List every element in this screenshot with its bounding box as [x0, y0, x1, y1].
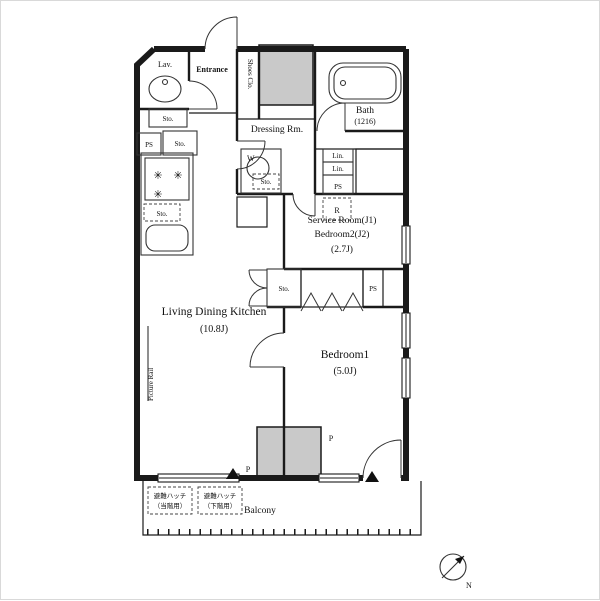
- storage-box-washer: [252, 173, 280, 190]
- marker-triangle-icon: [226, 468, 240, 479]
- label-sto-top: Sto.: [174, 140, 185, 148]
- windows: [157, 225, 411, 483]
- escape-hatch-1-label-line2: （当階用）: [154, 501, 187, 510]
- label-pillar-2: P: [246, 465, 251, 474]
- escape-hatch-box-1: [147, 486, 193, 515]
- escape-hatch-2-label-line2: （下階用）: [204, 501, 237, 510]
- stove-burner-icon: ✳: [153, 189, 162, 201]
- label-sto-service: Sto.: [278, 285, 289, 293]
- linen-shelf-hatch: [355, 148, 407, 195]
- pipe-space-box-top: [136, 132, 162, 156]
- balcony-outline: [142, 481, 422, 536]
- room-size-bedroom1: (5.0J): [333, 366, 356, 377]
- label-ps-service: PS: [369, 285, 377, 293]
- label-ps-top: PS: [145, 141, 153, 149]
- room-label-dressing: Dressing Rm.: [251, 125, 303, 135]
- light-partitions: [189, 112, 406, 307]
- room-label-ldk: Living Dining Kitchen: [162, 306, 267, 318]
- storage-box-kitchen: [143, 203, 181, 222]
- bath-door-arc: [316, 102, 346, 132]
- storage-double-door-arcs: [248, 269, 268, 307]
- pillar-box: [256, 426, 322, 479]
- bathtub-inner: [333, 66, 397, 100]
- pipe-space-box-linen: [322, 174, 354, 195]
- compass-north-label: N: [466, 581, 472, 590]
- room-label-balcony: Balcony: [244, 506, 276, 516]
- bathtub-drain: [339, 79, 347, 87]
- bathtub: [328, 62, 402, 104]
- washer-drum: [246, 156, 270, 180]
- kitchen-counter: [140, 152, 194, 256]
- label-ps-linen: PS: [334, 183, 342, 191]
- compass-icon: N: [439, 553, 472, 590]
- label-picture-rail: Picture Rail: [147, 368, 155, 401]
- pantry-hatch: [236, 196, 268, 228]
- room-label-entrance: Entrance: [196, 65, 228, 74]
- washer-pan: [240, 148, 282, 194]
- escape-hatch-1-label-line1: 避難ハッチ: [154, 491, 187, 500]
- lavatory-door-arc: [188, 80, 218, 110]
- label-fridge: R: [334, 206, 340, 215]
- label-pillar-1: P: [329, 434, 334, 443]
- fixtures: [136, 62, 402, 515]
- closet-hanger-area: [300, 268, 364, 308]
- closet-bifold-doors: [300, 291, 364, 312]
- entrance-door-arc: [204, 16, 238, 50]
- stove-burner-icon: ✳: [153, 170, 162, 182]
- basin-faucet: [161, 78, 169, 86]
- escape-hatch-box-2: [197, 486, 243, 515]
- storage-box-lav: [148, 108, 188, 128]
- outer-wall: [134, 46, 409, 481]
- room-label-lav: Lav.: [158, 60, 172, 69]
- label-lin-2: Lin.: [332, 165, 344, 173]
- room-label-bath: Bath: [356, 106, 374, 116]
- escape-hatch-2-label-line1: 避難ハッチ: [204, 491, 237, 500]
- room-label-bedroom1: Bedroom1: [321, 349, 370, 361]
- room-label-service-room: Service Room(J1): [308, 215, 377, 226]
- balcony-door-arc: [362, 439, 402, 479]
- room-size-bath: (1216): [354, 117, 376, 126]
- storage-box-top: [162, 130, 198, 156]
- label-sto-kitchen: Sto.: [156, 210, 167, 218]
- storage-box-service: [266, 268, 302, 308]
- service-room-door-arc: [292, 193, 316, 217]
- stove-burner-icon: ✳: [173, 170, 182, 182]
- bedroom1-door-arc: [249, 332, 285, 368]
- stove-top: [144, 157, 190, 201]
- label-sto-washer: Sto.: [260, 178, 271, 186]
- label-washer: W: [247, 154, 255, 163]
- room-size-service-room: (2.7J): [331, 244, 353, 255]
- wash-basin: [148, 75, 182, 103]
- marker-triangle-icon: [365, 471, 379, 482]
- room-label-bedroom2: Bedroom2(J2): [315, 229, 370, 240]
- room-label-shoes-closet: Shoes Clo.: [246, 59, 254, 90]
- label-sto-lav: Sto.: [162, 115, 173, 123]
- room-size-ldk: (10.8J): [200, 324, 228, 335]
- utility-shaft-box: [258, 44, 314, 106]
- kitchen-sink: [145, 224, 189, 252]
- label-lin-1: Lin.: [332, 152, 344, 160]
